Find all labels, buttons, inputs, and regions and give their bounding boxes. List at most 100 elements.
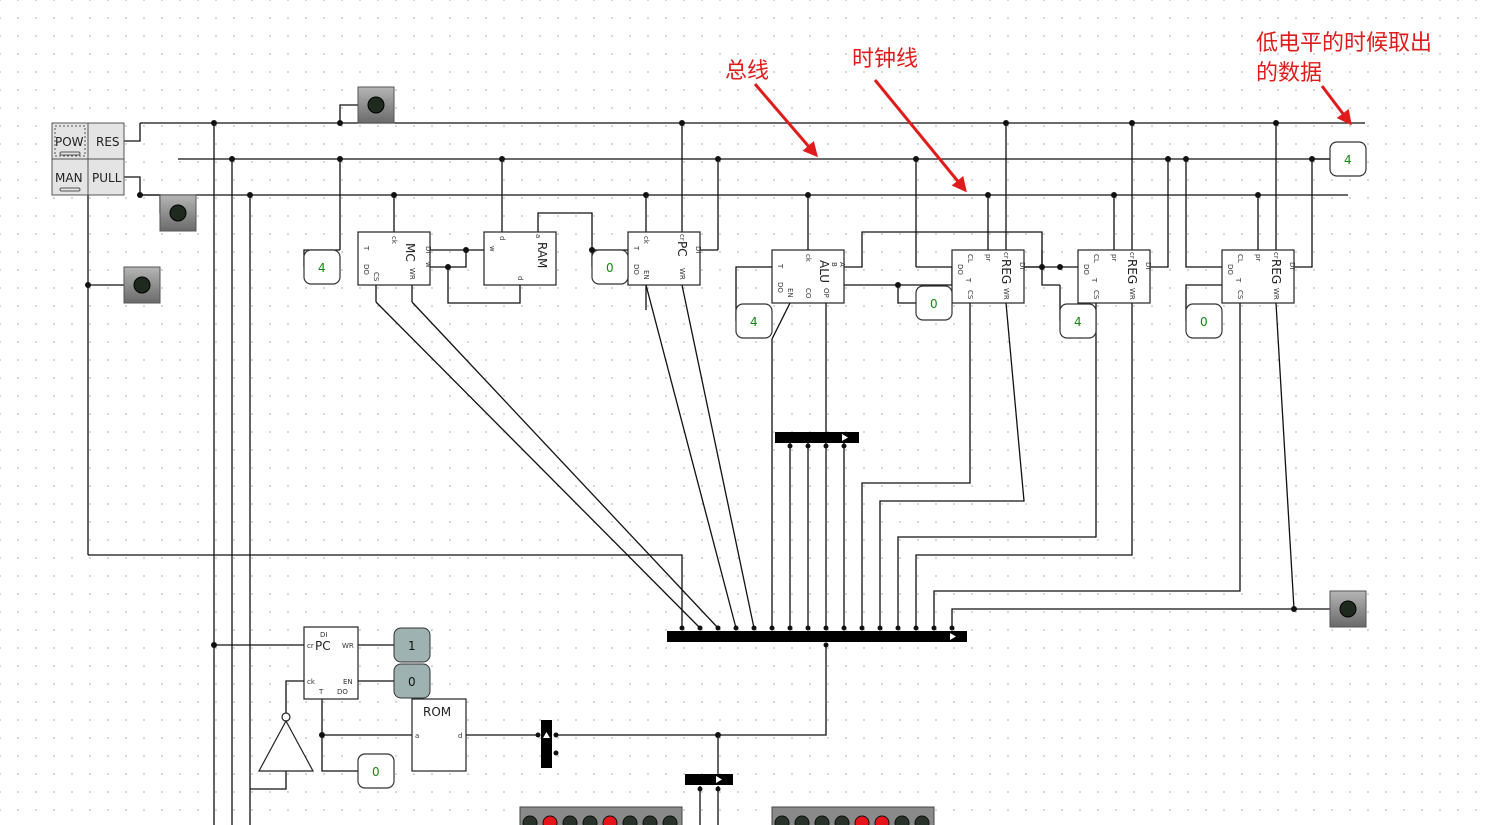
mc-pin-t: T [362, 245, 370, 251]
pc-top-pin-cr: cr [678, 234, 686, 241]
reg3-pin-cs: CS [1236, 290, 1244, 300]
reg2-pin-wr: WR [1128, 288, 1136, 300]
ram-component[interactable]: RAM d a w d [483, 231, 557, 286]
led [642, 815, 658, 825]
svg-text:0: 0 [606, 261, 614, 275]
probe-alu-left: 4 [735, 303, 773, 339]
probe-mc: 4 [303, 249, 341, 285]
pull-label: PULL [92, 171, 122, 185]
reg3-pin-di: DI [1288, 262, 1296, 269]
alu-pin-op: OP [822, 288, 830, 298]
led [834, 815, 850, 825]
pin-output-1[interactable]: 1 [393, 627, 431, 663]
push-button-left[interactable] [123, 266, 161, 304]
led [854, 815, 870, 825]
pc-bottom-pin-en: EN [343, 678, 353, 686]
alu-pin-b: B [830, 262, 838, 267]
svg-text:1: 1 [408, 639, 416, 653]
pc-bottom-pin-ck: ck [307, 678, 316, 686]
alu-pin-t: T [776, 263, 784, 269]
mc-title: MC [403, 243, 417, 262]
push-button-clock[interactable] [159, 194, 197, 232]
alu-splitter[interactable] [775, 432, 859, 449]
reg1-pin-wr: WR [1002, 288, 1010, 300]
led [814, 815, 830, 825]
rom-pin-d: d [458, 732, 462, 740]
reg2-pin-t: T [1090, 277, 1098, 283]
rom-pin-a: a [415, 732, 419, 740]
pc-bottom-pin-t: T [318, 688, 324, 696]
mc-pin-di: DI [424, 246, 432, 253]
reg1-component[interactable]: REG CL pr cr DI DO T CS WR [951, 249, 1026, 304]
reg1-pin-di: DI [1018, 262, 1026, 269]
led-bar-right [771, 806, 935, 825]
ram-pin-d-out: d [516, 276, 524, 280]
man-indicator [59, 187, 81, 192]
led [774, 815, 790, 825]
mc-pin-wr: WR [408, 268, 416, 280]
rom-splitter[interactable] [535, 720, 559, 768]
svg-text:时钟线: 时钟线 [852, 47, 918, 72]
svg-text:0: 0 [372, 765, 380, 779]
ram-title: RAM [535, 242, 549, 268]
reg3-pin-t: T [1234, 277, 1242, 283]
alu-title: ALU [817, 260, 831, 283]
svg-text:4: 4 [750, 315, 758, 329]
pc-top-pin-di: DI [694, 246, 702, 253]
pow-label: POW [55, 135, 84, 149]
pc-bottom-pin-wr: WR [342, 642, 354, 650]
pin-output-0[interactable]: 0 [393, 663, 431, 699]
probe-pc: 0 [591, 249, 629, 285]
junction-dots [85, 120, 1315, 738]
pc-top-title: PC [675, 241, 689, 257]
pc-top-component[interactable]: PC ck cr DI T DO EN WR [627, 231, 702, 286]
pc-bottom-title: PC [315, 639, 331, 653]
reg1-title: REG [999, 259, 1013, 284]
pow-indicator [59, 151, 81, 156]
push-button-top[interactable] [357, 86, 395, 124]
led [562, 815, 578, 825]
led-splitter[interactable] [685, 774, 733, 792]
svg-text:低电平的时候取出: 低电平的时候取出 [1256, 31, 1432, 56]
mc-component[interactable]: MC ck DI w T DO CS WR [357, 231, 432, 286]
reg2-pin-cl: CL [1092, 254, 1100, 263]
led [874, 815, 890, 825]
svg-text:0: 0 [408, 675, 416, 689]
reg2-pin-di: DI [1144, 262, 1152, 269]
alu-component[interactable]: ALU ck A B T DO EN CO OP [771, 249, 846, 304]
svg-text:4: 4 [1074, 315, 1082, 329]
not-gate[interactable] [257, 712, 315, 772]
reg2-pin-do: DO [1082, 264, 1090, 275]
pull-button[interactable] [87, 158, 125, 196]
control-bus-splitter[interactable] [667, 625, 967, 648]
mc-pin-ck: ck [390, 236, 398, 245]
led [894, 815, 910, 825]
rom-component[interactable]: ROM a d [411, 698, 467, 772]
svg-text:0: 0 [930, 297, 938, 311]
led [522, 815, 538, 825]
reg2-component[interactable]: REG CL pr cr DI DO T CS WR [1077, 249, 1152, 304]
pc-top-pin-en: EN [642, 270, 650, 280]
reg3-component[interactable]: REG CL pr cr DI DO T CS WR [1221, 249, 1296, 304]
alu-pin-a: A [838, 262, 846, 267]
wires [87, 104, 1365, 825]
reg1-pin-do: DO [956, 264, 964, 275]
rom-title: ROM [423, 705, 451, 719]
probe-rom: 0 [357, 753, 395, 789]
pc-top-pin-t: T [632, 245, 640, 251]
probe-alu-right: 0 [915, 285, 953, 321]
reg3-pin-cr: cr [1272, 252, 1280, 259]
annotation-bus: 总线 [725, 59, 818, 158]
svg-text:4: 4 [1344, 153, 1352, 167]
power-panel[interactable]: POW RES MAN PULL [51, 122, 125, 196]
push-button-right[interactable] [1329, 590, 1367, 628]
alu-pin-en: EN [786, 288, 794, 298]
pc-bottom-component[interactable]: PC DI cr WR ck EN T DO [303, 626, 359, 700]
pc-bottom-pin-do: DO [337, 688, 348, 696]
probe-bus: 4 [1329, 141, 1367, 177]
reg2-pin-cr: cr [1128, 252, 1136, 259]
annotation-low-level: 低电平的时候取出 的数据 [1256, 31, 1432, 126]
led [622, 815, 638, 825]
reg3-pin-cl: CL [1236, 254, 1244, 263]
